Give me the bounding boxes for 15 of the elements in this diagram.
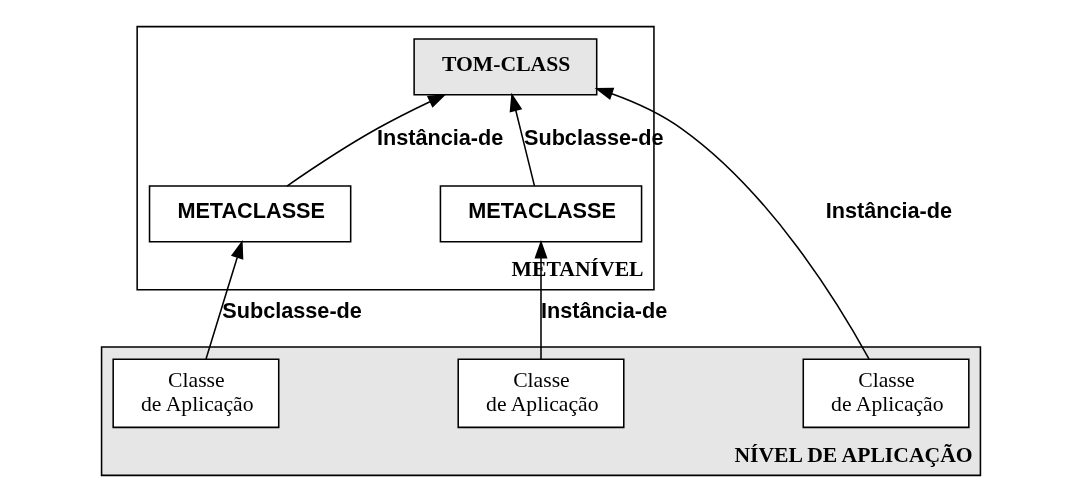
edge-label: Instância-de — [541, 297, 668, 323]
node-box: Classe de Aplicação — [802, 358, 970, 429]
node-box: TOM-CLASS — [413, 38, 598, 96]
node-box: Classe de Aplicação — [457, 358, 625, 429]
arrow — [509, 92, 536, 187]
arrow — [205, 240, 244, 360]
node-box: METACLASSE — [148, 185, 352, 243]
node-box: Classe de Aplicação — [112, 358, 280, 429]
edge-label: Instância-de — [825, 198, 953, 224]
edge-label: Instância-de — [376, 124, 504, 150]
arrow — [594, 87, 870, 360]
edge-label: Subclasse-de — [222, 297, 362, 323]
arrow — [534, 239, 548, 360]
node-box: METACLASSE — [439, 185, 643, 243]
arrow — [286, 93, 447, 187]
